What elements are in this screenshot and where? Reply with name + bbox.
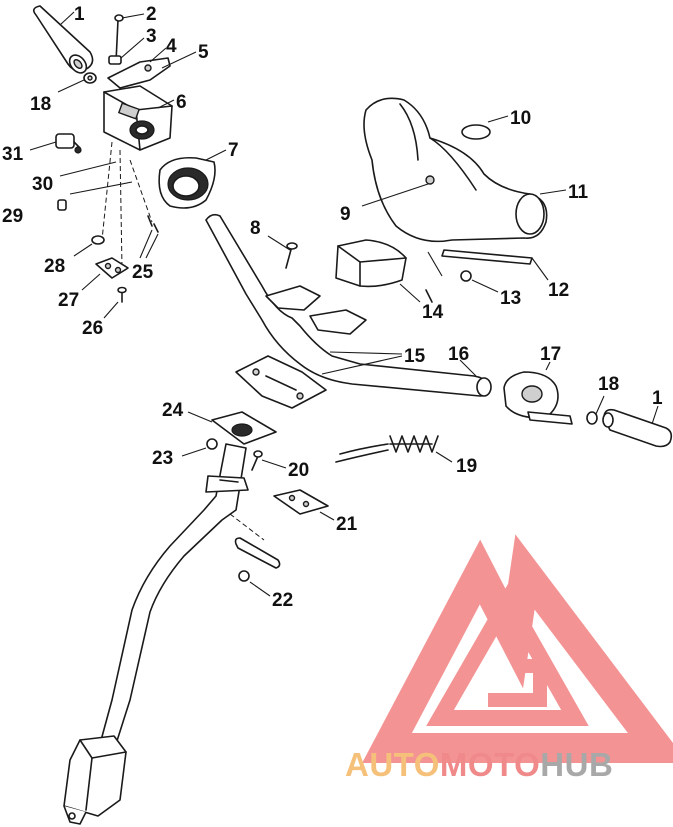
throttle-spring [335, 435, 439, 463]
pad-strap [441, 249, 533, 265]
callout-6: 6 [176, 92, 187, 113]
callout-15: 15 [404, 346, 426, 367]
mount-plate [95, 257, 129, 279]
callout-11: 11 [568, 182, 589, 203]
callout-13: 13 [500, 288, 521, 309]
callout-22: 22 [272, 590, 293, 611]
steering-post-base [63, 735, 127, 825]
right-control-housing [503, 371, 573, 425]
handlebar-clamp [335, 239, 407, 288]
callout-1-left: 1 [74, 4, 85, 25]
callout-4: 4 [166, 36, 177, 57]
callout-29: 29 [2, 206, 23, 227]
watermark-hub: HUB [540, 746, 613, 783]
nut-23 [206, 438, 218, 450]
watermark-logo [362, 534, 673, 763]
callout-10: 10 [510, 108, 531, 129]
callout-28: 28 [44, 256, 65, 277]
callout-12: 12 [548, 280, 569, 301]
washer-left [83, 72, 97, 84]
callout-25: 25 [132, 262, 154, 283]
handlebar-pad [363, 97, 548, 243]
steering-flange [211, 411, 277, 445]
steering-post [99, 443, 249, 745]
throttle-lever [107, 57, 171, 89]
throttle-cover [158, 156, 216, 209]
riser-clamp-upper [265, 285, 367, 335]
callout-30: 30 [32, 174, 53, 195]
screw-26 [117, 286, 127, 303]
callout-8: 8 [250, 218, 261, 239]
callout-2: 2 [146, 4, 157, 25]
clip-28 [91, 235, 105, 245]
bracket-21 [273, 489, 329, 515]
screw-29 [57, 199, 67, 211]
callout-18-left: 18 [30, 94, 51, 115]
throttle-nut [108, 55, 122, 65]
left-grip [32, 5, 94, 74]
callout-17: 17 [540, 344, 561, 365]
handlebar [205, 213, 492, 397]
riser-clamp-lower [235, 355, 327, 409]
callout-24: 24 [162, 400, 184, 421]
callout-14: 14 [422, 302, 444, 323]
washer-right [586, 411, 598, 425]
throttle-housing [103, 85, 173, 151]
bushing-22 [234, 537, 281, 582]
callout-26: 26 [82, 318, 103, 339]
callout-20: 20 [288, 460, 309, 481]
callout-23: 23 [152, 448, 173, 469]
watermark-auto: AUTO [345, 746, 440, 783]
throttle-screw [114, 14, 124, 63]
callout-7: 7 [228, 140, 239, 161]
callout-27: 27 [58, 290, 79, 311]
callout-16: 16 [448, 344, 469, 365]
callout-3: 3 [146, 26, 157, 47]
kill-switch [55, 133, 82, 154]
bolt-20 [251, 450, 263, 471]
watermark-moto: MOTO [440, 746, 540, 783]
screws-25 [147, 215, 159, 233]
watermark-text: AUTOMOTOHUB [345, 746, 613, 783]
clamp-bolt [285, 242, 298, 269]
callout-21: 21 [336, 514, 358, 535]
right-grip [602, 408, 673, 448]
nut-13 [460, 270, 472, 282]
callout-1-right: 1 [652, 388, 663, 409]
callout-18-right: 18 [598, 374, 619, 395]
callout-9: 9 [340, 204, 351, 225]
callout-5: 5 [198, 42, 209, 63]
callout-19: 19 [456, 456, 477, 477]
callout-31: 31 [2, 144, 24, 165]
